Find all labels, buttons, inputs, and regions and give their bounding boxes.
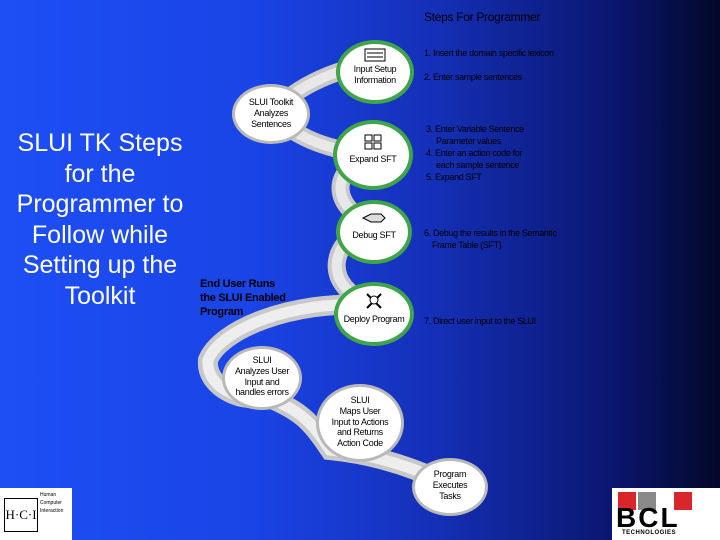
hci-line-3: Interaction (40, 507, 64, 514)
slui-analyzes-label-4: handles errors (235, 387, 289, 398)
hci-letter-h: H (5, 507, 15, 522)
deploy-program-label: Deploy Program (343, 314, 405, 324)
hci-line-1: Human (40, 492, 57, 498)
input-setup-label-1: Input Setup (353, 64, 397, 74)
step-6b: Frame Table (SFT) (432, 240, 502, 250)
step-1: 1. Insert the domain specific lexicon (424, 48, 554, 58)
slui-maps-label-5: Action Code (337, 438, 383, 449)
deploy-program-circle: Deploy Program (334, 282, 414, 346)
grid-icon (364, 134, 382, 150)
debug-sft-label: Debug SFT (352, 230, 396, 240)
slui-maps-label-4: and Returns (337, 427, 383, 438)
slui-analyzes-label-2: Analyzes User (234, 365, 290, 376)
keyboard-icon (364, 48, 386, 62)
program-executes-label-2: Executes (432, 479, 468, 490)
step-2: 2. Enter sample sentences (424, 72, 522, 82)
hci-logo: H·C·I Human Computer Interaction (0, 488, 72, 540)
hci-letter-c: C (19, 507, 28, 522)
end-user-line-1: End User Runs (200, 278, 275, 290)
slui-toolkit-label-3: Sentences (251, 118, 291, 129)
step-3a: 3. Enter Variable Sentence (426, 124, 524, 134)
slui-maps-label-3: Input to Actions (331, 416, 389, 427)
slui-maps-circle: SLUI Maps User Input to Actions and Retu… (316, 384, 404, 462)
steps-title: Steps For Programmer (424, 10, 541, 24)
slui-maps-label-1: SLUI (350, 395, 370, 405)
end-user-line-2: the SLUI Enabled (200, 291, 286, 304)
expand-sft-circle: Expand SFT (333, 120, 413, 190)
program-executes-label-3: Tasks (439, 490, 461, 501)
bcl-logo-text: BCL (616, 502, 680, 533)
bcl-logo-subtext: TECHNOLOGIES (622, 530, 677, 536)
end-user-text: End User Runs the SLUI Enabled Program (200, 278, 286, 319)
program-executes-circle: Program Executes Tasks (412, 458, 488, 516)
input-setup-circle: Input Setup Information (336, 40, 414, 104)
hci-line-2: Computer (40, 499, 62, 506)
bcl-cube-gray (638, 492, 656, 510)
hci-letter-i: I (32, 507, 37, 522)
step-3b: Parameter values (436, 136, 501, 146)
debug-sft-circle: Debug SFT (336, 200, 412, 264)
step-6a: 6. Debug the results in the Semantic (424, 228, 557, 238)
slui-toolkit-label-1: SLUI Toolkit (248, 97, 294, 107)
slui-toolkit-circle: SLUI Toolkit Analyzes Sentences (232, 84, 310, 144)
step-4b: each sample sentence (436, 160, 520, 170)
step-5: 5. Expand SFT (426, 172, 482, 182)
bcl-logo: BCL TECHNOLOGIES (612, 488, 720, 540)
slui-analyzes-label-1: SLUI (252, 355, 272, 365)
bcl-cube-red (618, 492, 636, 510)
program-executes-label-1: Program (433, 469, 467, 479)
expand-sft-label: Expand SFT (349, 154, 397, 164)
skull-crossbones-icon (366, 293, 382, 309)
hci-logo-lines: Human Computer Interaction (40, 492, 63, 515)
bcl-cube-red-2 (674, 492, 692, 510)
slide-title: SLUI TK Steps for the Programmer to Foll… (16, 129, 184, 310)
hand-icon (361, 213, 386, 223)
slui-analyzes-label-3: Input and (244, 376, 280, 387)
step-4a: 4. Enter an action code for (426, 148, 523, 158)
step-7: 7. Direct user input to the SLUI (424, 316, 536, 326)
hci-logo-mark: H·C·I (4, 498, 38, 532)
slui-toolkit-label-2: Analyzes (253, 107, 289, 118)
slui-maps-label-2: Maps User (339, 405, 381, 416)
end-user-line-3: Program (200, 305, 244, 318)
input-setup-label-2: Information (354, 74, 396, 85)
slui-analyzes-circle: SLUI Analyzes User Input and handles err… (222, 346, 302, 410)
